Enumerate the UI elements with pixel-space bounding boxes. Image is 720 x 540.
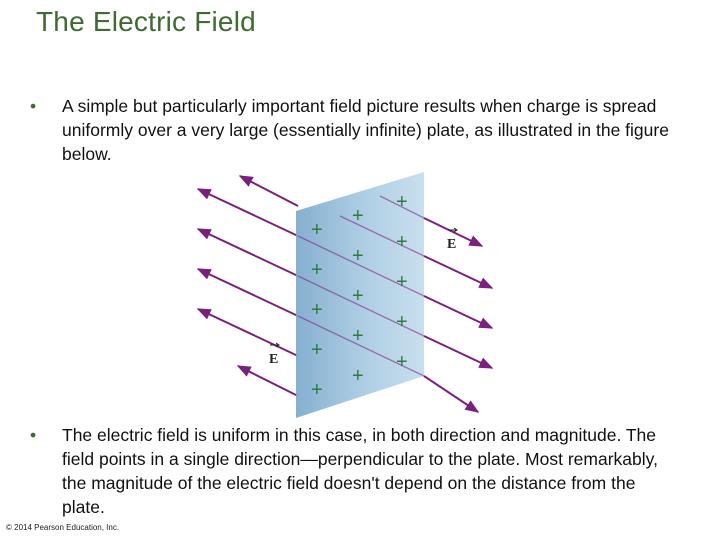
charged-plate-figure: + + + + + + + + + + + + + + + E E [196,172,494,418]
charge-plus: + [311,259,323,281]
field-label-left: E [269,342,280,367]
charge-plus: + [352,245,364,267]
slide-title: The Electric Field [36,6,256,37]
field-lines-right [423,217,494,413]
plate-charges: + + + + + + + + + + + + + + + [311,191,408,401]
field-label-left-text: E [269,352,278,367]
field-line-left-4 [196,268,299,317]
charge-plus: + [352,285,364,307]
charge-plus: + [396,351,408,373]
bullet-point: • A simple but particularly important fi… [30,94,680,166]
charge-plus: + [396,231,408,253]
bullet-point: • The electric field is uniform in this … [30,423,680,519]
bullet-marker: • [30,425,37,445]
charge-plus: + [396,271,408,293]
bullet-text: A simple but particularly important fiel… [62,96,669,164]
charged-plate [296,172,424,418]
charge-plus: + [311,219,323,241]
field-line-right-4 [423,335,494,369]
charge-plus: + [352,365,364,387]
field-line-left-5 [196,308,299,357]
charge-plus: + [311,299,323,321]
field-line-right-3 [423,295,494,329]
field-line-left-3 [196,228,299,277]
field-line-right-2 [423,255,494,289]
charge-plus: + [396,311,408,333]
charge-plus: + [352,325,364,347]
copyright-notice: © 2014 Pearson Education, Inc. [6,523,120,532]
field-line-right-5 [423,375,480,413]
charge-plus: + [352,205,364,227]
field-lines-left [196,175,299,397]
charge-plus: + [311,339,323,361]
bullet-marker: • [30,96,37,116]
field-line-right-1 [423,217,484,247]
bullet-text: The electric field is uniform in this ca… [62,425,658,517]
charge-plus: + [396,191,408,213]
charge-plus: + [311,379,323,401]
field-label-right-text: E [447,237,456,252]
field-line-left-6 [236,365,299,397]
field-label-right: E [447,227,458,252]
field-line-left-2 [196,188,299,237]
field-line-left-1 [238,175,299,207]
